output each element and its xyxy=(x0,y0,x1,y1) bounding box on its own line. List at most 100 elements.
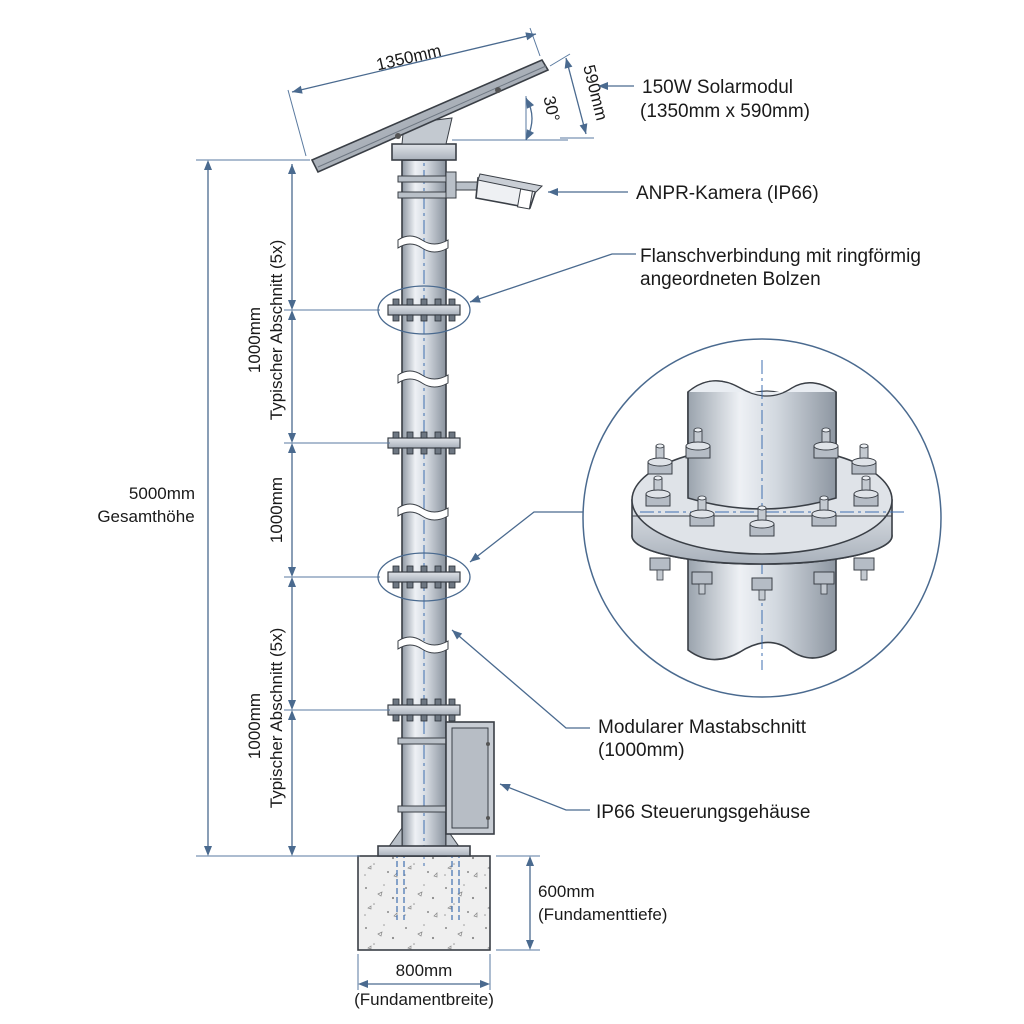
panel-width-dim: 590mm xyxy=(579,63,611,123)
arrowhead xyxy=(204,846,212,856)
bolt-head xyxy=(420,698,428,706)
detail-bolt xyxy=(645,475,671,507)
bolt-head xyxy=(392,298,400,306)
bolt-nut xyxy=(420,714,428,722)
foundation-width-dim: 800mm xyxy=(396,961,453,980)
arrowhead xyxy=(288,164,296,174)
total-height-label: Gesamthöhe xyxy=(97,507,194,526)
arrowhead xyxy=(288,846,296,856)
bolt-nut xyxy=(406,714,414,722)
detail-bolt xyxy=(749,505,775,537)
arrowhead xyxy=(288,310,296,320)
detail-bolt xyxy=(853,557,875,581)
arrowhead xyxy=(288,577,296,587)
bolt-head xyxy=(434,431,442,439)
bolt-head xyxy=(392,431,400,439)
arrowhead xyxy=(288,300,296,310)
bolt-nut xyxy=(420,314,428,322)
bolt-nut xyxy=(448,447,456,455)
camera-label: ANPR-Kamera (IP66) xyxy=(636,183,819,204)
detail-bolt xyxy=(685,427,711,459)
section-length-label: (1000mm) xyxy=(598,740,685,761)
panel-angle-dim: 30° xyxy=(539,94,563,123)
detail-bolt xyxy=(811,495,837,527)
arrowhead xyxy=(288,700,296,710)
arrowhead xyxy=(598,82,608,90)
upper-section-dim: 1000mm xyxy=(245,307,264,373)
pole-flange xyxy=(387,431,461,455)
arrowhead xyxy=(288,710,296,720)
concrete-foundation xyxy=(357,852,491,951)
bolt-head xyxy=(406,565,414,573)
annotations: 150W Solarmodul (1350mm x 590mm) ANPR-Ka… xyxy=(97,41,921,1009)
control-enclosure xyxy=(445,721,495,835)
bolt-head xyxy=(448,565,456,573)
bolt-nut xyxy=(392,714,400,722)
bolt-nut xyxy=(434,581,442,589)
detail-bolt xyxy=(691,571,713,595)
arrowhead xyxy=(526,98,535,109)
bolt-nut xyxy=(406,314,414,322)
bolt-head xyxy=(420,298,428,306)
bolt-nut xyxy=(434,714,442,722)
panel-length-dim: 1350mm xyxy=(374,41,443,74)
bolt-nut xyxy=(434,314,442,322)
bolt-head xyxy=(392,565,400,573)
arrowhead xyxy=(452,630,463,640)
bolt-nut xyxy=(420,581,428,589)
arrowhead xyxy=(526,856,534,866)
bolt-nut xyxy=(392,314,400,322)
section-label: Modularer Mastabschnitt xyxy=(598,717,807,738)
foundation-depth-label: (Fundamenttiefe) xyxy=(538,905,667,924)
bolt-nut xyxy=(406,581,414,589)
pole-flanges xyxy=(387,298,461,722)
bolt-head xyxy=(434,298,442,306)
arrowhead xyxy=(526,940,534,950)
bolt-head xyxy=(420,565,428,573)
arrowhead xyxy=(564,58,573,69)
pole-flange xyxy=(387,565,461,589)
bolt-head xyxy=(448,431,456,439)
arrowhead xyxy=(548,188,558,196)
upper-section-label: Typischer Abschnitt (5x) xyxy=(267,240,286,420)
section-break-marks xyxy=(397,235,449,654)
pole-flange xyxy=(387,698,461,722)
bolt-head xyxy=(420,431,428,439)
bolt-head xyxy=(406,698,414,706)
bolt-nut xyxy=(406,447,414,455)
arrowhead xyxy=(288,567,296,577)
arrowhead xyxy=(579,123,588,134)
total-height-dim: 5000mm xyxy=(129,484,195,503)
detail-bolt xyxy=(647,443,673,475)
detail-bolt xyxy=(853,475,879,507)
detail-bolt xyxy=(689,495,715,527)
enclosure-label: IP66 Steuerungsgehäuse xyxy=(596,802,810,823)
arrowhead xyxy=(470,552,481,562)
bolt-head xyxy=(448,298,456,306)
detail-bolt xyxy=(813,427,839,459)
bolt-head xyxy=(448,698,456,706)
arrowhead xyxy=(470,295,481,303)
dimension-lines xyxy=(196,27,594,990)
foundation-depth-dim: 600mm xyxy=(538,882,595,901)
pole-flange xyxy=(387,298,461,322)
arrowhead xyxy=(204,160,212,170)
detail-bolt xyxy=(751,577,773,601)
arrowheads xyxy=(204,32,608,988)
bolt-nut xyxy=(448,714,456,722)
bolt-head xyxy=(434,698,442,706)
anpr-camera xyxy=(445,171,544,210)
arrowhead xyxy=(288,443,296,453)
detail-bolt xyxy=(813,571,835,595)
mast-pole xyxy=(397,120,451,870)
flange-detail-callout xyxy=(582,338,942,698)
bolt-head xyxy=(406,298,414,306)
solar-module-size-label: (1350mm x 590mm) xyxy=(640,101,810,122)
foundation-width-label: (Fundamentbreite) xyxy=(354,990,494,1009)
lower-section-dim: 1000mm xyxy=(245,693,264,759)
arrowhead xyxy=(526,129,535,140)
arrowhead xyxy=(358,980,368,988)
arrowhead xyxy=(525,32,536,41)
arrowhead xyxy=(480,980,490,988)
